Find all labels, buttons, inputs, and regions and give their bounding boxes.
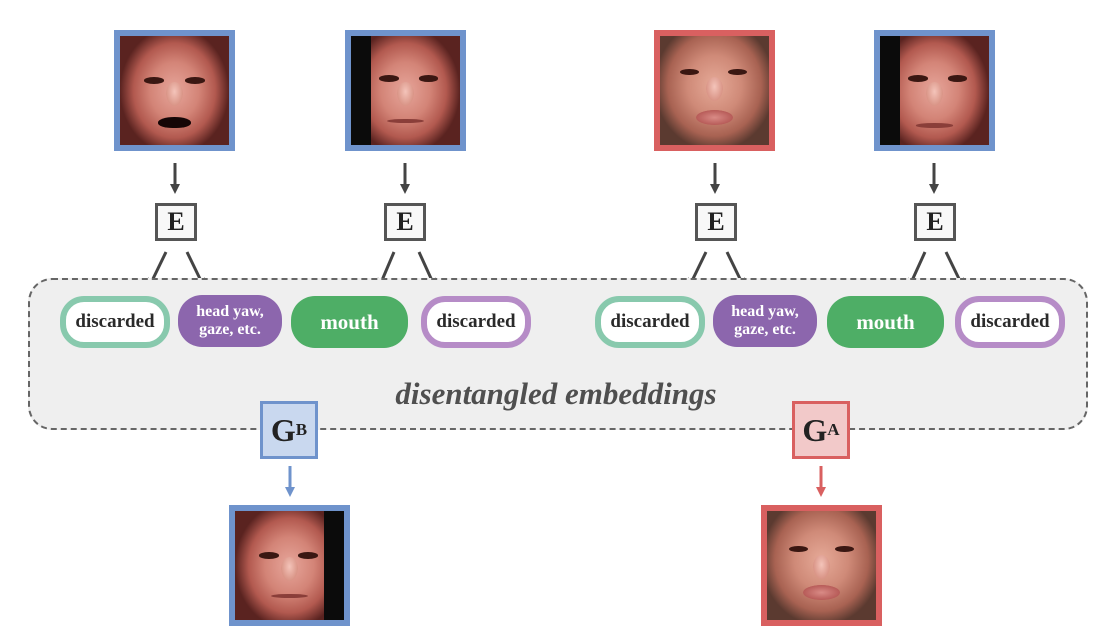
generator-a-letter: G (802, 411, 828, 448)
generator-b-letter: G (270, 411, 296, 448)
encoder-3: E (695, 203, 737, 241)
output-face-b (229, 505, 350, 626)
input-face-b3 (874, 30, 995, 151)
embedding-head-yaw-gaze-label: head yaw, gaze, etc. (196, 302, 264, 338)
encoder-4: E (914, 203, 956, 241)
embedding-mouth: mouth (827, 296, 944, 348)
generator-b-subscript: B (295, 420, 308, 439)
output-face-a (761, 505, 882, 626)
input-face-b1 (114, 30, 235, 151)
embedding-head-yaw-gaze: head yaw, gaze, etc. (713, 295, 817, 347)
embedding-mouth: mouth (291, 296, 408, 348)
input-face-b2 (345, 30, 466, 151)
embedding-discarded: discarded (60, 296, 170, 348)
region-label: disentangled embeddings (395, 376, 717, 411)
embedding-discarded: discarded (595, 296, 705, 348)
embedding-head-yaw-gaze: head yaw, gaze, etc. (178, 295, 282, 347)
input-face-a1 (654, 30, 775, 151)
embedding-discarded: discarded (955, 296, 1065, 348)
encoder-1: E (155, 203, 197, 241)
generator-a-subscript: A (827, 420, 840, 439)
embedding-head-yaw-gaze-label: head yaw, gaze, etc. (731, 302, 799, 338)
encoder-2: E (384, 203, 426, 241)
embedding-discarded: discarded (421, 296, 531, 348)
